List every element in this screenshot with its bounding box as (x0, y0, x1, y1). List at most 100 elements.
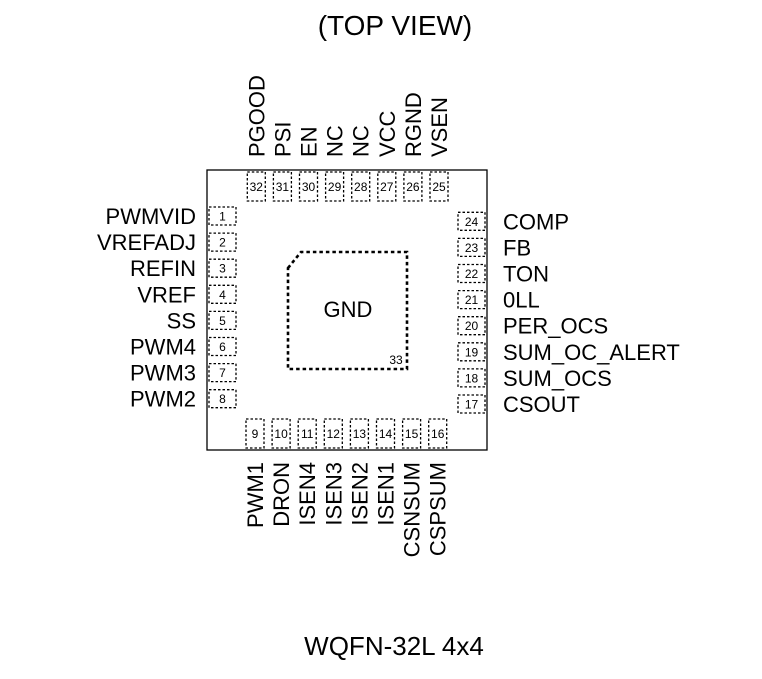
pin-number: 4 (219, 288, 226, 302)
pin-number: 21 (465, 293, 479, 307)
pin-pad-2 (208, 232, 237, 252)
pin-pad-26 (403, 171, 423, 202)
pin-number: 2 (219, 236, 226, 250)
pin-pad-30 (298, 171, 319, 202)
pin-number: 19 (465, 345, 479, 359)
pin-name-bottom: CSPSUM (426, 462, 451, 556)
pin-pad-19 (457, 342, 486, 362)
pin-number: 20 (465, 319, 479, 333)
pin-pad-28 (351, 171, 371, 202)
pin-number: 30 (302, 180, 316, 194)
pin-name-bottom: PWM1 (243, 462, 268, 528)
pin-name-bottom: ISEN3 (321, 462, 346, 526)
pin-number: 12 (327, 427, 341, 441)
pin-pad-29 (324, 171, 345, 202)
pin-pad-7 (208, 362, 237, 383)
pin-name-bottom: ISEN2 (347, 462, 372, 526)
pin-pad-14 (375, 418, 396, 449)
pin-number: 6 (219, 340, 226, 354)
pin-pad-13 (349, 418, 370, 449)
pin-name-left: SS (167, 308, 196, 333)
pin-pad-4 (208, 284, 237, 304)
pin-pad-25 (429, 171, 449, 202)
pin-name-left: PWM4 (130, 335, 196, 360)
pin-pad-18 (457, 368, 486, 388)
pin-pad-8 (208, 389, 237, 409)
pin-name-right: SUM_OC_ALERT (503, 340, 680, 365)
exposed-pad-label: GND (324, 297, 373, 322)
pin-name-right: TON (503, 262, 549, 287)
pin-pad-10 (271, 418, 291, 449)
pin-number: 23 (465, 241, 479, 255)
exposed-pad: GND 33 (286, 250, 409, 371)
pin-number: 24 (465, 215, 479, 229)
pin-name-left: PWM3 (130, 361, 196, 386)
pin-pad-27 (377, 171, 397, 202)
pin-number: 3 (219, 262, 226, 276)
pin-name-left: VREF (137, 282, 196, 307)
pin-pad-12 (323, 418, 343, 449)
pin-pad-17 (457, 394, 486, 414)
pin-number: 7 (219, 366, 226, 380)
pin-pad-15 (401, 418, 422, 449)
pin-number: 8 (219, 392, 226, 406)
pin-number: 16 (431, 427, 445, 441)
pins: 1 PWMVID 2 VREFADJ 3 REFIN 4 VREF 5 SS 6 PWM4 7 PWM3 8… (97, 75, 680, 557)
pin-pad-6 (208, 336, 237, 357)
pin-name-right: 0LL (503, 288, 540, 313)
pin-pad-1 (208, 206, 237, 226)
pin-number: 15 (405, 427, 419, 441)
pin-number: 18 (465, 371, 479, 385)
pin-name-top: NC (349, 125, 374, 157)
pin-number: 5 (219, 314, 226, 328)
pin-name-left: VREFADJ (97, 230, 196, 255)
pin-pad-20 (457, 316, 486, 336)
pin-name-right: COMP (503, 209, 569, 234)
pin-name-top: VSEN (427, 97, 452, 157)
pin-pad-11 (297, 418, 317, 449)
pin-number: 31 (276, 180, 290, 194)
pin-pad-22 (457, 263, 486, 284)
pin-pad-3 (208, 258, 237, 278)
pin-name-top: PGOOD (244, 75, 269, 157)
pin-name-left: REFIN (130, 256, 196, 281)
pin-number: 13 (353, 427, 367, 441)
pin-pad-24 (457, 211, 486, 231)
pin-name-right: PER_OCS (503, 314, 608, 339)
pin-number: 17 (465, 398, 479, 412)
pin-number: 29 (328, 180, 342, 194)
pin-pad-5 (208, 310, 237, 331)
pin-number: 14 (379, 427, 393, 441)
pin-number: 32 (250, 180, 264, 194)
pin-name-right: SUM_OCS (503, 366, 612, 391)
pin-name-top: VCC (375, 110, 400, 157)
pin-number: 25 (432, 180, 446, 194)
pin-pad-23 (457, 237, 486, 258)
pin-name-bottom: DRON (269, 462, 294, 527)
pin-pad-9 (245, 418, 265, 449)
pin-name-top: RGND (401, 92, 426, 157)
exposed-pad-outline (286, 250, 409, 371)
pin-name-bottom: CSNSUM (400, 462, 425, 557)
diagram-title: (TOP VIEW) (318, 10, 473, 41)
pin-number: 9 (252, 427, 259, 441)
pin-number: 28 (354, 180, 368, 194)
pin-number: 22 (465, 267, 479, 281)
pin-number: 1 (219, 210, 226, 224)
pin-name-right: FB (503, 235, 531, 260)
pin-name-top: PSI (270, 122, 295, 157)
pin-name-top: NC (323, 125, 348, 157)
pin-number: 10 (274, 427, 288, 441)
pin-number: 11 (301, 427, 314, 441)
pin-pad-21 (457, 289, 486, 310)
exposed-pad-number: 33 (389, 353, 403, 367)
pin-number: 27 (380, 180, 394, 194)
pin-name-left: PWM2 (130, 387, 196, 412)
pin-name-left: PWMVID (106, 204, 196, 229)
pin-name-top: EN (297, 126, 322, 157)
pin-number: 26 (406, 180, 420, 194)
pin-pad-32 (246, 171, 266, 202)
package-caption: WQFN-32L 4x4 (304, 631, 484, 661)
pin-name-bottom: ISEN1 (374, 462, 399, 526)
